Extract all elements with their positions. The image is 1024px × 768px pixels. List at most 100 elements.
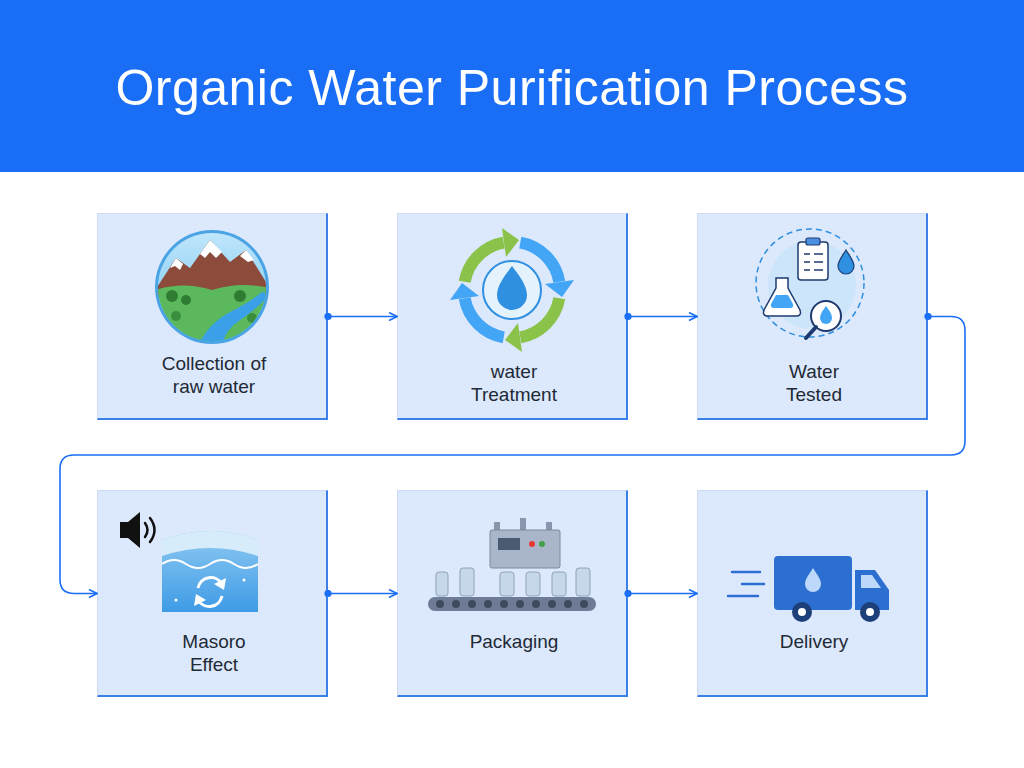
- box-label: Delivery: [714, 630, 914, 653]
- truck-cab: [855, 570, 889, 610]
- clipboard-clip: [806, 238, 820, 245]
- process-box: Delivery: [697, 490, 928, 697]
- flow-connector: [628, 316, 697, 318]
- bottle: [500, 572, 514, 596]
- water-drop: [820, 306, 832, 324]
- speaker-wave: [145, 523, 148, 537]
- cycle-arc: [520, 298, 559, 337]
- refresh-head: [194, 594, 206, 606]
- machine-light: [539, 541, 545, 547]
- tree: [234, 290, 246, 302]
- box-text-group: Packaging: [414, 630, 614, 653]
- lab-test-icon: [756, 229, 864, 338]
- tank-wave: [162, 560, 258, 568]
- cycle-arrow: [465, 228, 519, 282]
- bottle: [526, 572, 540, 596]
- box-text-group: Water Tested: [764, 360, 864, 406]
- bottle: [460, 568, 474, 596]
- process-box: water Treatment: [397, 213, 628, 420]
- truck-window: [861, 575, 881, 588]
- green-hills: [150, 285, 276, 350]
- refresh-arrow: [198, 596, 222, 606]
- process-box: Collection of raw water: [97, 213, 328, 420]
- pipe: [546, 522, 552, 552]
- flow-connector: [60, 317, 965, 594]
- truck-wheel: [792, 602, 812, 622]
- snow-cap: [200, 240, 222, 258]
- landscape-scene: [150, 240, 276, 350]
- speaker-symbol: [120, 512, 140, 548]
- cycle-head: [502, 228, 519, 257]
- speed-lines: [728, 572, 764, 596]
- icon-sky: [158, 233, 266, 341]
- truck-icon: [728, 556, 889, 622]
- diagram-title: Organic Water Purification Process: [0, 58, 1024, 118]
- wheel-hub: [798, 608, 806, 616]
- water-drop: [805, 568, 821, 592]
- cycle-head: [505, 323, 522, 352]
- machine-panel: [498, 538, 520, 550]
- conveyor-rollers: [436, 600, 588, 608]
- box-label: Packaging: [414, 630, 614, 653]
- cycle-arc: [520, 243, 559, 282]
- landscape-icon: [150, 230, 276, 350]
- refresh-head: [214, 578, 226, 590]
- process-box: Packaging: [397, 490, 628, 697]
- water-drop: [838, 250, 854, 274]
- river: [196, 292, 270, 350]
- drop-ring: [483, 261, 541, 319]
- pipe: [494, 522, 500, 552]
- box-label: Collection of raw water: [144, 352, 284, 398]
- machine-light: [529, 541, 535, 547]
- flow-connector: [328, 316, 397, 318]
- truck-cargo: [774, 556, 852, 610]
- bottle: [576, 568, 590, 596]
- snow-cap: [240, 250, 254, 262]
- cycle-head: [545, 280, 574, 297]
- magnifier-lens: [811, 301, 841, 331]
- box-text-group: water Treatment: [454, 360, 574, 406]
- title-band: Organic Water Purification Process: [0, 0, 1024, 172]
- wheel-hub: [866, 608, 874, 616]
- cycle-arrow: [505, 298, 559, 352]
- magnifier-handle: [806, 327, 816, 338]
- filling-machine: [490, 530, 560, 568]
- tank-top: [162, 531, 258, 556]
- box-text-group: Delivery: [714, 630, 914, 653]
- box-label: water Treatment: [454, 360, 574, 406]
- icon-ring: [155, 230, 269, 344]
- sparkle: [175, 599, 178, 602]
- snow-cap: [170, 258, 183, 270]
- cycle-icon: [450, 228, 574, 352]
- cycle-arrow: [450, 283, 504, 337]
- box-label: Masoro Effect: [164, 630, 264, 676]
- process-box: Masoro Effect: [97, 490, 328, 697]
- bottle: [436, 572, 448, 596]
- conveyor-belt: [428, 597, 596, 611]
- truck-wheel: [860, 602, 880, 622]
- water-drop: [497, 266, 527, 310]
- box-text-group: Masoro Effect: [164, 630, 264, 676]
- cycle-arc: [465, 298, 504, 337]
- sparkle: [243, 579, 246, 582]
- packaging-icon: [428, 518, 596, 611]
- refresh-arrow: [198, 578, 222, 588]
- process-box: Water Tested: [697, 213, 928, 420]
- cycle-arc: [465, 243, 504, 282]
- cycle-arrow: [520, 243, 574, 297]
- clipboard-lines: [804, 254, 823, 270]
- flask: [764, 278, 801, 316]
- speaker-wave: [150, 518, 155, 542]
- water-tank: [162, 531, 258, 612]
- tree: [181, 295, 191, 305]
- box-label: Water Tested: [764, 360, 864, 406]
- mountain: [150, 240, 276, 298]
- box-text-group: Collection of raw water: [144, 352, 284, 398]
- tree: [171, 311, 181, 321]
- flask-liquid: [771, 295, 793, 308]
- clipboard: [798, 242, 828, 280]
- tank-icon: [120, 512, 258, 612]
- bottle: [552, 572, 566, 596]
